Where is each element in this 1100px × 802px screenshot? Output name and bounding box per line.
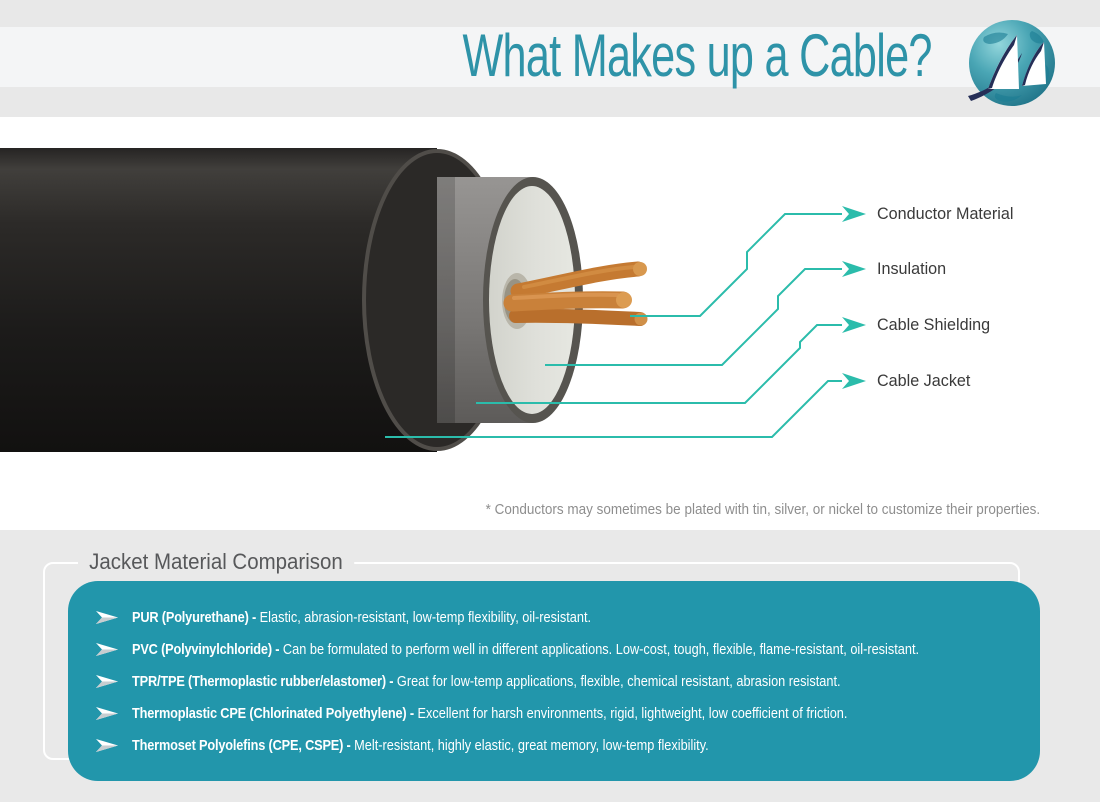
comparison-row-pur: PUR (Polyurethane) - Elastic, abrasion-r… — [96, 601, 1040, 633]
material-description: Great for low-temp applications, flexibl… — [396, 672, 841, 690]
header-strip-top — [0, 0, 1100, 27]
material-description: Melt-resistant, highly elastic, great me… — [354, 736, 709, 754]
material-name: Thermoplastic CPE (Chlorinated Polyethyl… — [132, 704, 414, 722]
arrowhead-icon — [842, 206, 866, 222]
conductor-plating-footnote: * Conductors may sometimes be plated wit… — [485, 501, 1040, 518]
arrowhead-icon — [842, 373, 866, 389]
comparison-row-thermoplastic-cpe: Thermoplastic CPE (Chlorinated Polyethyl… — [96, 697, 1040, 729]
logo-swoosh — [968, 53, 1022, 101]
jacket-material-comparison-box: PUR (Polyurethane) - Elastic, abrasion-r… — [68, 581, 1040, 781]
comparison-row-thermoset-polyolefins: Thermoset Polyolefins (CPE, CSPE) - Melt… — [96, 729, 1040, 761]
label-conductor-material: Conductor Material — [877, 204, 1014, 223]
comparison-row-pvc: PVC (Polyvinylchloride) - Can be formula… — [96, 633, 1040, 665]
material-description: Elastic, abrasion-resistant, low-temp fl… — [259, 608, 592, 626]
logo-sail-left-edge — [988, 35, 1017, 89]
header-strip-bottom — [0, 87, 1100, 117]
list-arrow-icon — [96, 610, 118, 624]
insulation-callout-line — [545, 268, 842, 366]
shielding-callout-line — [476, 324, 842, 404]
callout-lines — [385, 213, 842, 438]
cable-jacket-graphic — [0, 148, 512, 452]
conductor-callout-line — [630, 213, 842, 317]
label-cable-jacket: Cable Jacket — [877, 371, 971, 390]
material-description: Excellent for harsh environments, rigid,… — [417, 704, 848, 722]
material-description: Can be formulated to perform well in dif… — [282, 640, 920, 658]
jacket-callout-line — [385, 380, 842, 438]
list-arrow-icon — [96, 738, 118, 752]
callout-arrowheads — [842, 206, 866, 389]
comparison-heading: Jacket Material Comparison — [78, 548, 354, 576]
list-arrow-icon — [96, 642, 118, 656]
cable-cutaway-illustration — [0, 148, 866, 452]
label-insulation: Insulation — [877, 259, 947, 278]
list-arrow-icon — [96, 706, 118, 720]
logo-sail-right — [1022, 42, 1046, 86]
logo-sail-right-edge — [1022, 42, 1044, 86]
page-title: What Makes up a Cable? — [462, 22, 933, 89]
list-arrow-icon — [96, 674, 118, 688]
arrowhead-icon — [842, 261, 866, 277]
material-name: TPR/TPE (Thermoplastic rubber/elastomer)… — [132, 672, 394, 690]
header-strip-middle — [0, 27, 1100, 87]
material-name: Thermoset Polyolefins (CPE, CSPE) - — [132, 736, 351, 754]
arrowhead-icon — [842, 317, 866, 333]
globe-with-sails-logo-icon — [968, 20, 1055, 106]
material-name: PVC (Polyvinylchloride) - — [132, 640, 280, 658]
material-name: PUR (Polyurethane) - — [132, 608, 257, 626]
comparison-row-tpr-tpe: TPR/TPE (Thermoplastic rubber/elastomer)… — [96, 665, 1040, 697]
label-cable-shielding: Cable Shielding — [877, 315, 991, 334]
